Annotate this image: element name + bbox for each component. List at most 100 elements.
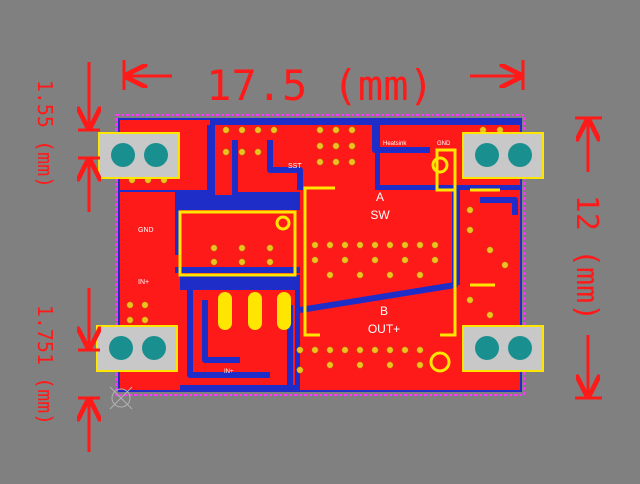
via-45	[326, 346, 334, 354]
via-40	[326, 271, 334, 279]
via-18	[238, 148, 246, 156]
trace-7	[187, 290, 270, 378]
via-28	[341, 241, 349, 249]
via-61	[486, 311, 494, 319]
via-35	[311, 256, 319, 264]
via-10	[348, 142, 356, 150]
via-68	[296, 346, 304, 354]
terminal-bottom-right	[462, 325, 544, 372]
via-69	[296, 366, 304, 374]
width-label: 17.5 (mm)	[206, 61, 434, 110]
inductor-bracket-right	[440, 190, 457, 337]
via-11	[316, 158, 324, 166]
terminal-bottom-left	[96, 325, 178, 372]
via-42	[386, 271, 394, 279]
via-ring-1	[431, 156, 449, 174]
via-26	[311, 241, 319, 249]
via-59	[501, 261, 509, 269]
via-27	[326, 241, 334, 249]
via-53	[356, 361, 364, 369]
via-47	[356, 346, 364, 354]
via-55	[416, 361, 424, 369]
via-29	[356, 241, 364, 249]
trace-3	[267, 140, 303, 190]
pour-out	[300, 285, 460, 390]
via-19	[254, 148, 262, 156]
via-30	[371, 241, 379, 249]
via-33	[416, 241, 424, 249]
via-8	[316, 142, 324, 150]
oval-pad-1	[218, 292, 232, 330]
via-22	[266, 244, 274, 252]
pour-top-center	[215, 125, 375, 195]
label-in-plus-bottom: IN+	[224, 369, 234, 375]
pour-right-mid	[460, 190, 520, 285]
via-62	[126, 301, 134, 309]
via-24	[238, 258, 246, 266]
via-49	[386, 346, 394, 354]
via-46	[341, 346, 349, 354]
trace-1	[179, 125, 213, 208]
inductor-bracket-left	[303, 186, 335, 337]
via-38	[401, 256, 409, 264]
trace-8	[202, 300, 240, 363]
via-6	[332, 126, 340, 134]
via-25	[266, 258, 274, 266]
via-65	[141, 316, 149, 324]
label-sst: SST	[288, 163, 302, 170]
pour-sw	[300, 190, 455, 285]
trace-9	[480, 197, 518, 215]
via-21	[238, 244, 246, 252]
terminal-top-right	[462, 132, 544, 179]
via-5	[316, 126, 324, 134]
via-ring-2	[429, 351, 451, 373]
terminal-top-left	[98, 132, 180, 179]
terminals	[96, 132, 544, 372]
via-56	[466, 206, 474, 214]
label-out: OUT+	[368, 322, 400, 336]
fiducial-mark	[109, 386, 133, 410]
label-sw: SW	[370, 208, 390, 222]
via-64	[126, 316, 134, 324]
via-34	[431, 241, 439, 249]
via-7	[348, 126, 356, 134]
ic-outline	[178, 210, 297, 277]
via-4	[270, 126, 278, 134]
via-9	[332, 142, 340, 150]
trace-4	[372, 125, 430, 153]
via-32	[401, 241, 409, 249]
label-gnd-left: GND	[138, 227, 154, 234]
via-51	[416, 346, 424, 354]
via-50	[401, 346, 409, 354]
label-heatsink: Heatsink	[383, 141, 407, 147]
oval-pad-2	[248, 292, 262, 330]
via-17	[222, 148, 230, 156]
via-52	[326, 361, 334, 369]
trace-2	[232, 140, 300, 198]
via-63	[141, 301, 149, 309]
dimension-annotations: 17.5 (mm) 12 (mm) 1.55 (mm) 1.751 (mm)	[33, 60, 604, 452]
via-48	[371, 346, 379, 354]
via-54	[386, 361, 394, 369]
board-outline	[115, 114, 525, 396]
via-2	[238, 126, 246, 134]
label-a: A	[376, 190, 384, 204]
top-offset-label: 1.55 (mm)	[33, 80, 57, 188]
via-1	[222, 126, 230, 134]
via-12	[332, 158, 340, 166]
component-pads	[218, 292, 291, 330]
via-41	[356, 271, 364, 279]
label-b: B	[380, 304, 388, 318]
via-57	[466, 226, 474, 234]
via-20	[210, 244, 218, 252]
height-label: 12 (mm)	[569, 195, 604, 321]
silkscreen	[178, 148, 500, 373]
label-gnd-top: GND	[437, 141, 451, 147]
via-37	[371, 256, 379, 264]
via-31	[386, 241, 394, 249]
via-44	[311, 346, 319, 354]
via-23	[210, 258, 218, 266]
via-36	[341, 256, 349, 264]
